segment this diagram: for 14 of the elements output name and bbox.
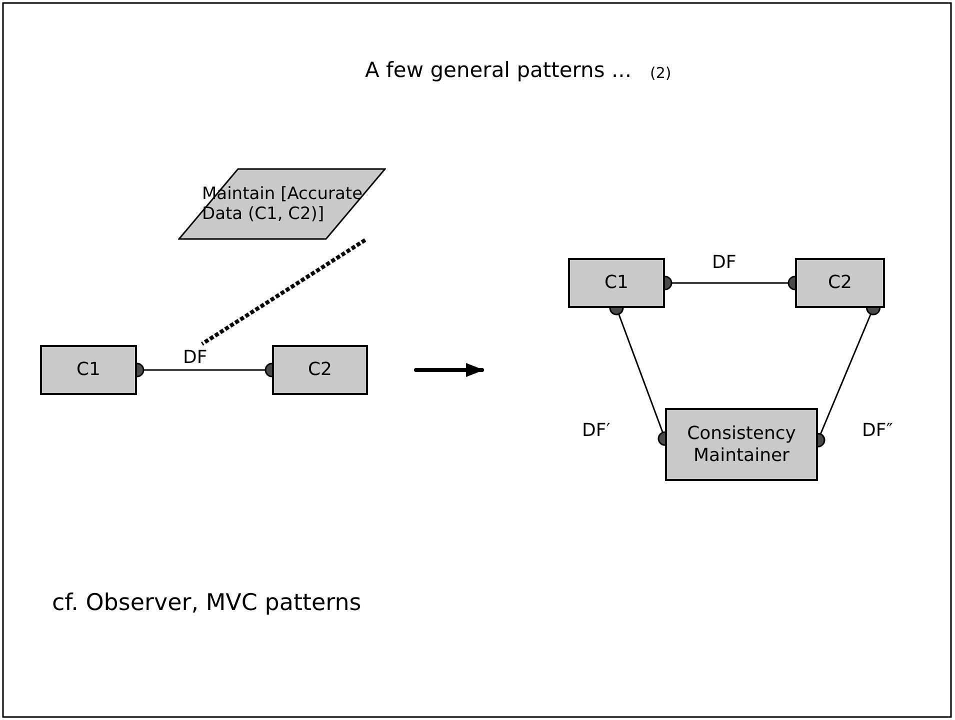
slide-number: (2)	[650, 64, 672, 82]
leader-line	[200, 238, 366, 346]
component-box	[40, 345, 137, 395]
component-box	[568, 258, 665, 308]
node-label: C1	[604, 272, 629, 294]
note: cf. Observer, MVC patterns	[52, 590, 362, 616]
component-box	[272, 345, 368, 395]
title: A few general patterns ...	[365, 58, 632, 82]
node-label: C1	[76, 359, 101, 381]
node-label: C2	[828, 272, 852, 294]
component-box	[665, 408, 818, 481]
component-box	[795, 258, 885, 308]
node-label: Consistency Maintainer	[686, 422, 797, 466]
node-label: C2	[308, 359, 332, 381]
